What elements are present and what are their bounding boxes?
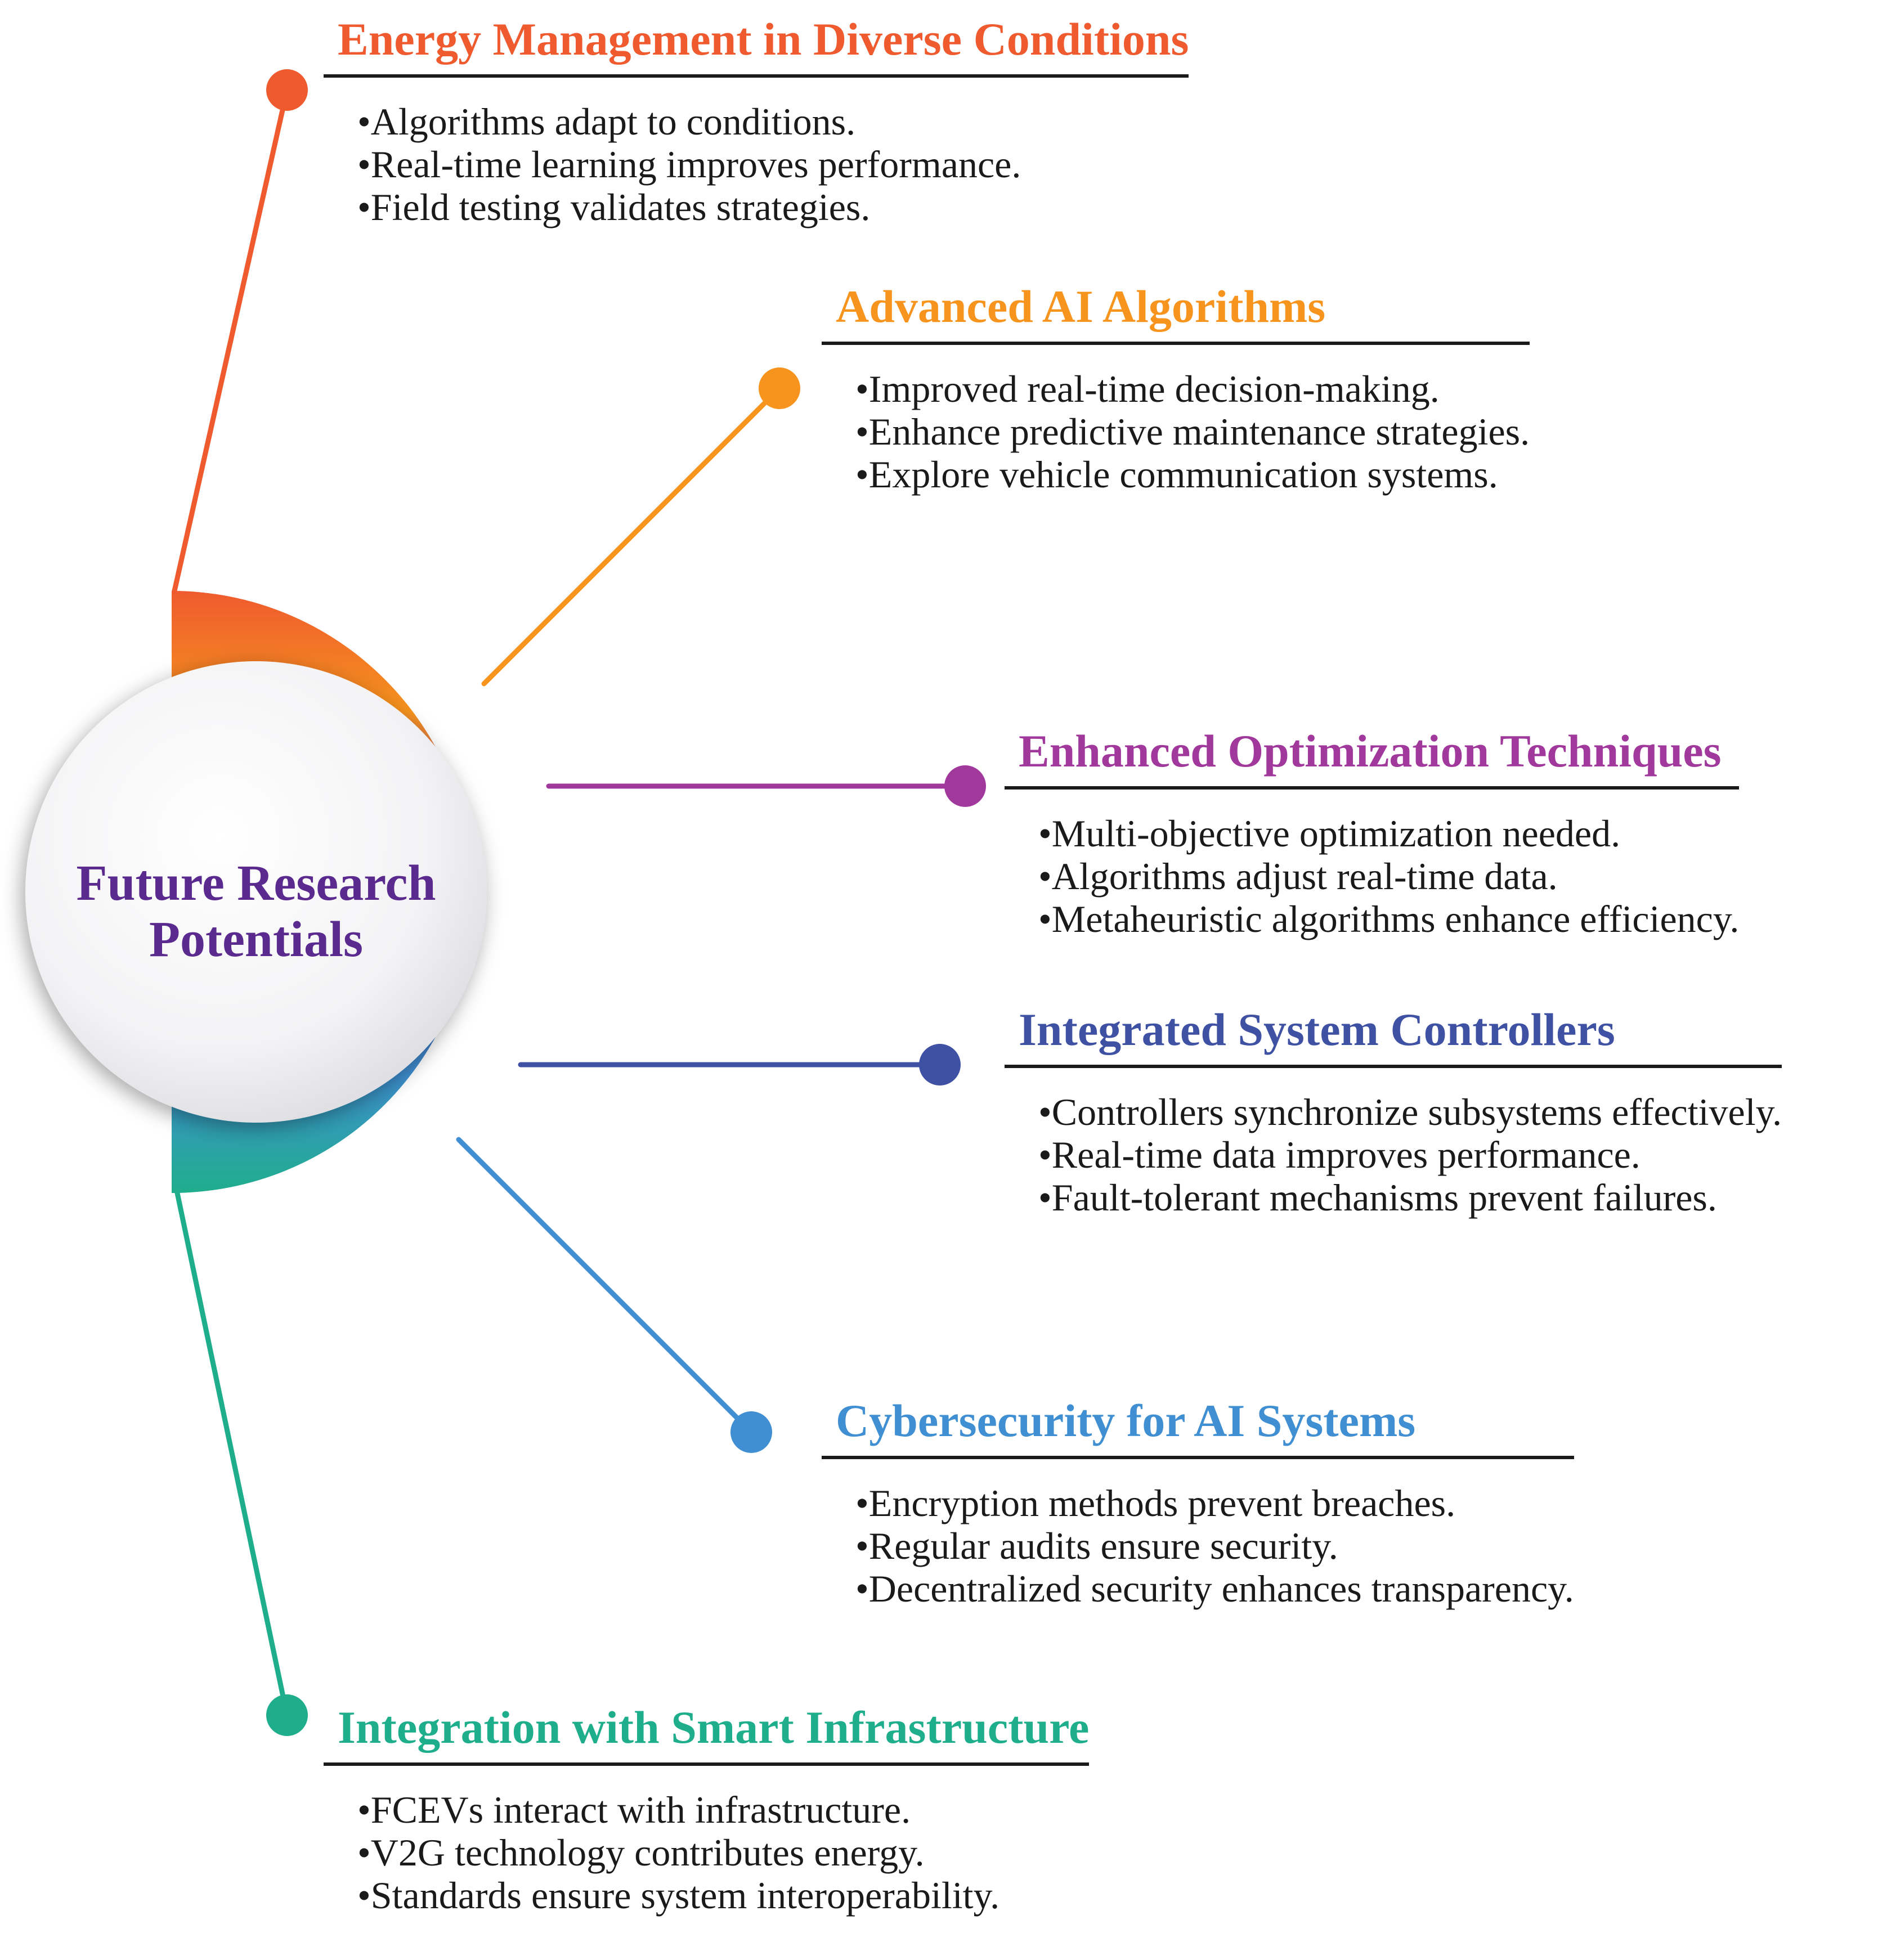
bullet-item: •Real-time data improves performance. xyxy=(1038,1133,1640,1176)
branch-smart-infrastructure: Integration with Smart Infrastructure •F… xyxy=(324,1699,1090,1917)
dot-energy-management xyxy=(266,69,308,111)
branch-cybersecurity: Cybersecurity for AI Systems •Encryption… xyxy=(822,1393,1574,1610)
connector-energy-management xyxy=(172,87,290,594)
connector-advanced-ai xyxy=(481,385,782,687)
bullet-item: •Regular audits ensure security. xyxy=(855,1524,1338,1567)
connector-smart-infrastructure xyxy=(174,1190,290,1718)
branch-bullet-list: •FCEVs interact with infrastructure. •V2… xyxy=(324,1788,1089,1917)
bullet-item: •Real-time learning improves performance… xyxy=(357,143,1021,186)
branch-bullet-list: •Improved real-time decision-making. •En… xyxy=(822,367,1530,496)
bullet-item: •Multi-objective optimization needed. xyxy=(1038,812,1621,855)
branch-title: Integrated System Controllers xyxy=(1005,1002,1782,1068)
branch-energy-management: Energy Management in Diverse Conditions … xyxy=(324,11,1189,228)
branch-optimization: Enhanced Optimization Techniques •Multi-… xyxy=(1005,723,1740,940)
bullet-item: •Enhance predictive maintenance strategi… xyxy=(855,410,1530,453)
bullet-item: •Algorithms adapt to conditions. xyxy=(357,100,856,143)
bullet-item: •Improved real-time decision-making. xyxy=(855,367,1440,410)
bullet-item: •Field testing validates strategies. xyxy=(357,186,871,228)
branch-controllers: Integrated System Controllers •Controlle… xyxy=(1005,1002,1782,1219)
branch-advanced-ai: Advanced AI Algorithms •Improved real-ti… xyxy=(822,279,1530,496)
bullet-item: •Encryption methods prevent breaches. xyxy=(855,1482,1456,1524)
branch-title: Energy Management in Diverse Conditions xyxy=(324,11,1189,78)
branch-title: Integration with Smart Infrastructure xyxy=(324,1699,1090,1766)
center-circle xyxy=(25,661,487,1123)
bullet-item: •Algorithms adjust real-time data. xyxy=(1038,855,1558,898)
center-title: Future Research Potentials xyxy=(25,748,487,1075)
dot-controllers xyxy=(919,1044,961,1086)
dot-optimization xyxy=(944,765,986,807)
branch-title: Advanced AI Algorithms xyxy=(822,279,1530,345)
branch-bullet-list: •Multi-objective optimization needed. •A… xyxy=(1005,812,1739,940)
bullet-item: •FCEVs interact with infrastructure. xyxy=(357,1788,911,1831)
bullet-item: •Decentralized security enhances transpa… xyxy=(855,1567,1574,1610)
dot-smart-infrastructure xyxy=(266,1694,308,1736)
bullet-item: •Controllers synchronize subsystems effe… xyxy=(1038,1091,1782,1133)
branch-title: Cybersecurity for AI Systems xyxy=(822,1393,1574,1459)
bullet-item: •V2G technology contributes energy. xyxy=(357,1831,925,1874)
dot-cybersecurity xyxy=(730,1411,772,1453)
branch-bullet-list: •Encryption methods prevent breaches. •R… xyxy=(822,1482,1574,1610)
dot-advanced-ai xyxy=(759,367,800,409)
center-title-line2: Potentials xyxy=(149,912,363,967)
branch-bullet-list: •Controllers synchronize subsystems effe… xyxy=(1005,1091,1782,1219)
bullet-item: •Fault-tolerant mechanisms prevent failu… xyxy=(1038,1176,1717,1219)
bullet-item: •Standards ensure system interoperabilit… xyxy=(357,1874,1000,1917)
branch-bullet-list: •Algorithms adapt to conditions. •Real-t… xyxy=(324,100,1189,228)
bullet-item: •Metaheuristic algorithms enhance effici… xyxy=(1038,898,1740,940)
branch-title: Enhanced Optimization Techniques xyxy=(1005,723,1740,790)
center-title-line1: Future Research xyxy=(76,855,436,911)
bullet-item: •Explore vehicle communication systems. xyxy=(855,453,1498,496)
connector-cybersecurity xyxy=(456,1137,754,1435)
